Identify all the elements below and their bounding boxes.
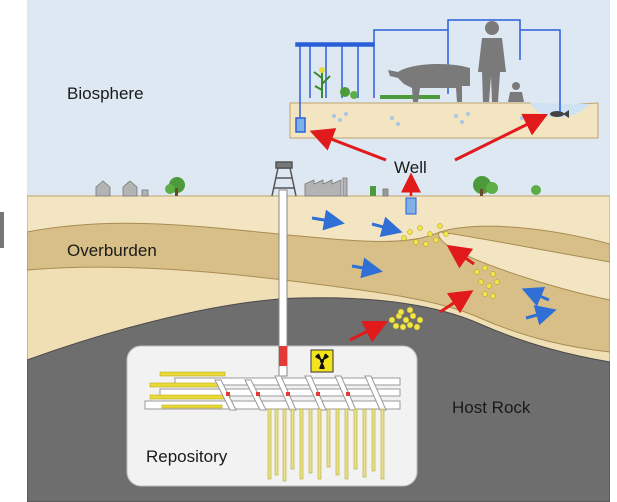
irrigation-system [295,19,561,133]
well-label: Well [394,158,427,177]
access-shaft [278,189,288,377]
well-icon [401,172,421,215]
mine-headframe-icon [271,161,297,197]
aquifer-lens [438,231,610,301]
radiation-warning-icon [310,349,334,373]
factory-icon [304,177,389,197]
overburden-label: Overburden [67,241,157,260]
house-icon [95,180,149,197]
cow-icon [388,64,470,102]
repository-label: Repository [146,447,228,466]
crop-plants [313,67,440,99]
release-pathway-arrows [309,113,549,343]
contaminant-particles [388,223,500,331]
tree-icon [165,176,541,196]
repository-tunnels [144,371,401,482]
host-rock-label: Host Rock [452,398,531,417]
fish-icon [550,110,569,118]
person-icon [478,21,506,102]
left-edge-marker [0,212,4,248]
child-icon [508,82,524,102]
biosphere-label: Biosphere [67,84,144,103]
groundwater-flow-arrows [311,209,557,326]
